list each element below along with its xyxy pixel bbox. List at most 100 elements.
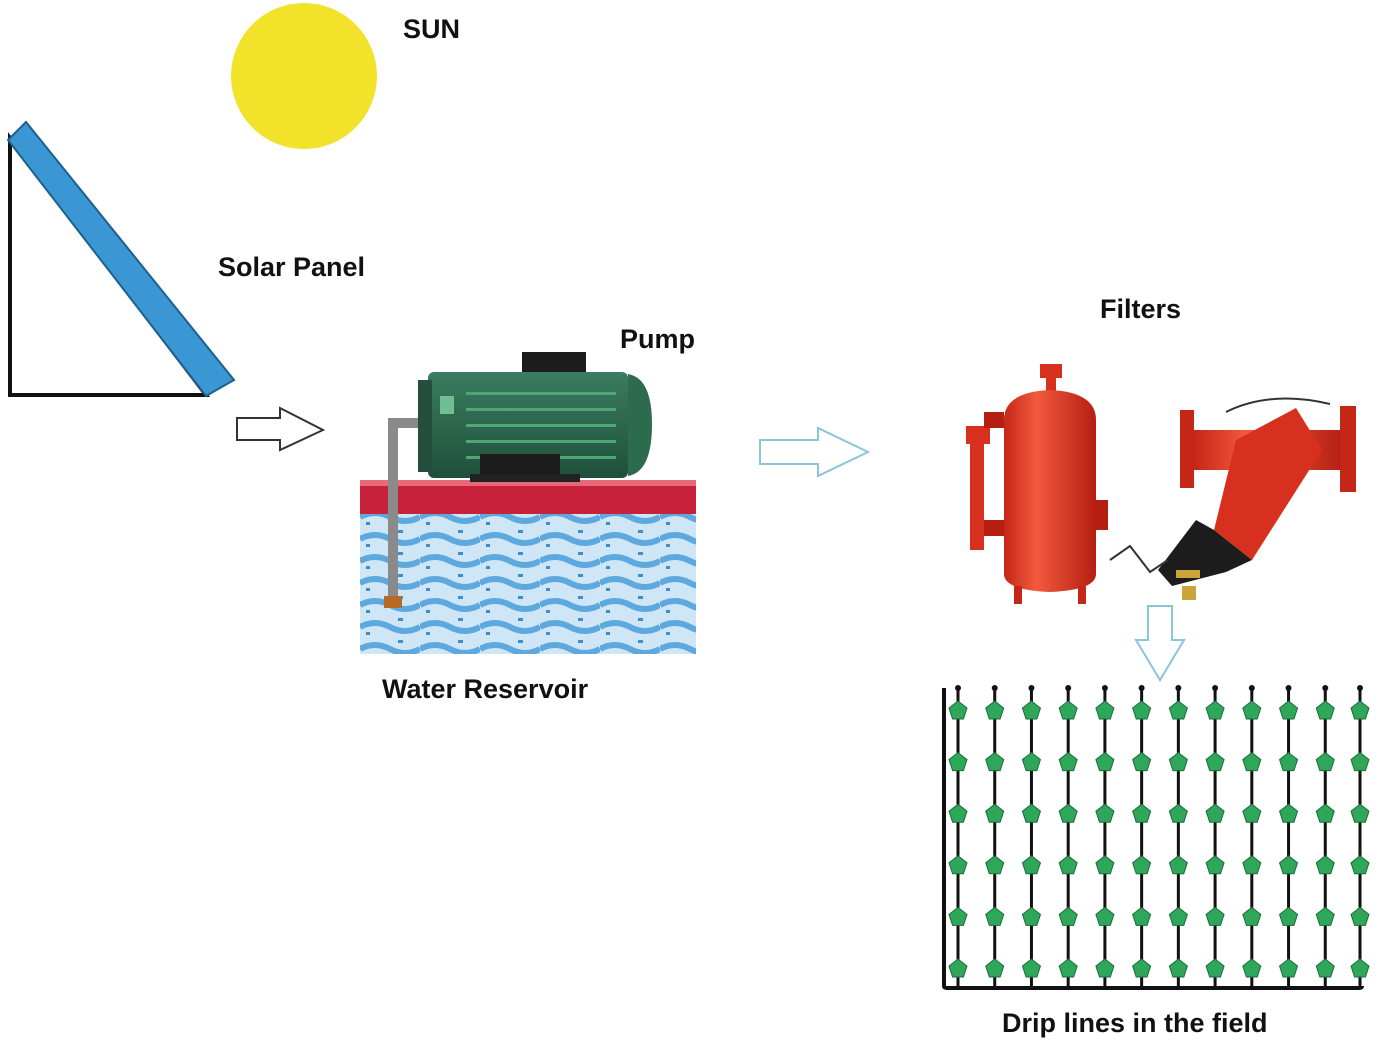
- plant: [985, 751, 1005, 772]
- plant: [1168, 855, 1188, 875]
- drip-line-cap: [1138, 685, 1145, 691]
- plant: [1242, 906, 1262, 926]
- plant: [948, 751, 968, 772]
- plant: [1021, 803, 1042, 823]
- plant: [948, 803, 968, 823]
- plant: [1205, 803, 1225, 823]
- drip-line-cap: [1212, 685, 1219, 691]
- plant: [1315, 700, 1335, 720]
- plant: [985, 906, 1005, 926]
- plant: [1095, 958, 1115, 978]
- plant: [1132, 855, 1152, 875]
- plant: [1132, 906, 1152, 926]
- manifold-pipe: [942, 688, 1364, 990]
- water-reservoir-label: Water Reservoir: [382, 674, 589, 704]
- plant: [948, 700, 968, 720]
- plant: [1058, 906, 1078, 926]
- plant: [1021, 700, 1042, 720]
- sun-shape: [231, 3, 377, 149]
- filters-label: Filters: [1100, 294, 1182, 324]
- drip-field: [942, 685, 1370, 990]
- plant: [1168, 906, 1188, 926]
- plant: [1168, 803, 1188, 823]
- pump-label: Pump: [620, 324, 696, 354]
- plant: [1132, 803, 1152, 823]
- plant: [1242, 803, 1262, 823]
- drip-line-cap: [1175, 685, 1182, 691]
- plant: [1095, 803, 1115, 823]
- plant: [1242, 700, 1262, 720]
- drip-line-cap: [1357, 685, 1363, 691]
- plant: [1132, 700, 1152, 720]
- plant: [1242, 958, 1262, 978]
- drip-line-cap: [1065, 685, 1072, 691]
- plant: [948, 855, 968, 875]
- plant: [1168, 958, 1188, 978]
- plant: [1021, 958, 1042, 978]
- plant: [1021, 855, 1042, 875]
- plant: [1095, 751, 1115, 772]
- plant: [1315, 855, 1335, 875]
- plant: [985, 958, 1005, 978]
- plant: [1205, 958, 1225, 978]
- drip-line-cap: [1101, 685, 1108, 691]
- water-reservoir-shape: [360, 418, 696, 654]
- plant: [1350, 958, 1370, 978]
- arrow-right-1: [236, 406, 326, 452]
- plant: [948, 906, 968, 926]
- plant: [1315, 751, 1335, 772]
- plant: [1242, 855, 1262, 875]
- plant: [985, 700, 1005, 720]
- plant: [1350, 906, 1370, 926]
- drip-line-cap: [1285, 685, 1292, 691]
- plant: [1058, 958, 1078, 978]
- drip-line-cap: [1322, 685, 1329, 691]
- pump-shape: [418, 352, 652, 482]
- plant: [1205, 906, 1225, 926]
- drip-lines-label: Drip lines in the field: [1002, 1008, 1268, 1038]
- plant: [1278, 855, 1299, 875]
- plant: [1095, 855, 1115, 875]
- plant: [1350, 700, 1370, 720]
- drip-line-cap: [1028, 685, 1035, 691]
- plant: [1058, 855, 1078, 875]
- plant: [1058, 700, 1078, 720]
- plant: [1205, 700, 1225, 720]
- sun-label: SUN: [403, 14, 461, 44]
- plant: [1350, 751, 1370, 772]
- plant: [1278, 906, 1299, 926]
- plant: [1278, 751, 1299, 772]
- plant: [1242, 751, 1262, 772]
- plant: [1205, 751, 1225, 772]
- plant: [1350, 855, 1370, 875]
- plant: [1168, 700, 1188, 720]
- plant: [1278, 803, 1299, 823]
- solar-panel-label: Solar Panel: [218, 252, 366, 282]
- drip-line-cap: [991, 685, 998, 691]
- arrow-down: [1134, 605, 1186, 682]
- plant: [1315, 906, 1335, 926]
- plant: [1132, 751, 1152, 772]
- plant: [1168, 751, 1188, 772]
- plant: [1095, 700, 1115, 720]
- plant: [1132, 958, 1152, 978]
- filters-shape: [966, 364, 1356, 604]
- arrow-right-2: [759, 426, 871, 478]
- plant: [1315, 958, 1335, 978]
- plant: [1021, 751, 1042, 772]
- drip-line-cap: [1248, 685, 1255, 691]
- plant: [1315, 803, 1335, 823]
- plant: [985, 855, 1005, 875]
- plant: [1095, 906, 1115, 926]
- drip-line-cap: [955, 685, 961, 691]
- plant: [1205, 855, 1225, 875]
- solar-panel-shape: [6, 120, 236, 398]
- plant: [948, 958, 968, 978]
- plant: [985, 803, 1005, 823]
- plant: [1058, 751, 1078, 772]
- plant: [1278, 700, 1299, 720]
- plant: [1058, 803, 1078, 823]
- plant: [1021, 906, 1042, 926]
- plant: [1278, 958, 1299, 978]
